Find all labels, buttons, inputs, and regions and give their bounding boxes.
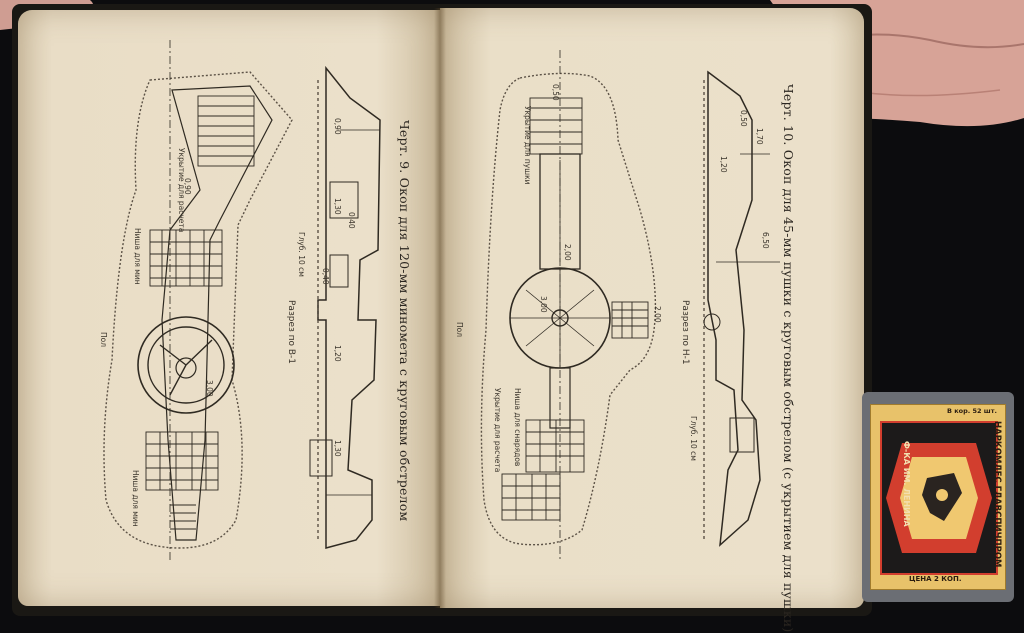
right-front-label: Пол (455, 322, 464, 338)
left-niche-bottom-label: Ниша для мин (131, 470, 140, 527)
left-section-label: Разрез по В-1 (286, 300, 296, 365)
figure-9-caption: Черт. 9. Окоп для 120-мм миномета с круг… (397, 120, 412, 522)
book-spine (434, 8, 446, 608)
matchbox-emblem-art (886, 443, 992, 553)
left-dim-7: 0,90 (183, 178, 192, 195)
figure-10-caption: Черт. 10. Окоп для 45-мм пушки с круговы… (781, 84, 796, 633)
matchbox-price: ЦЕНА 2 КОП. (909, 575, 962, 583)
right-dim-6: 0,50 (739, 110, 748, 127)
left-niche-top-label: Ниша для мин (133, 228, 142, 285)
right-dim-4: 2,00 (653, 306, 662, 323)
right-depth-label: Глуб. 10 см (689, 416, 698, 461)
left-dim-3: 0,40 (347, 212, 356, 229)
left-dim-4: 1,20 (333, 345, 342, 362)
matchbox-count: В кор. 52 шт. (947, 407, 997, 415)
matchbox-label: НАРКОМЛЕС ГЛАВСПИЧПРОМ Ф-КА ИМ. ЛЕНИНА В… (870, 404, 1006, 590)
matchbox-factory: Ф-КА ИМ. ЛЕНИНА (902, 441, 911, 527)
left-page (18, 10, 440, 606)
right-shelter-top-label: Укрытие для пушки (523, 106, 532, 185)
right-dim-8: 1,20 (719, 156, 728, 173)
right-dim-3: 3,00 (539, 296, 548, 313)
left-dim-5: 1,30 (333, 440, 342, 457)
left-dim-6: 0,40 (321, 268, 330, 285)
matchbox-brand: НАРКОМЛЕС ГЛАВСПИЧПРОМ (992, 421, 1002, 568)
right-shelter-crew-label: Укрытие для расчета (493, 388, 502, 473)
gun-trench-outline (480, 72, 657, 546)
right-section-label: Разрез по Н-1 (680, 300, 690, 365)
right-dim-1: 0,50 (551, 84, 560, 101)
left-dim-1: 0,90 (333, 118, 342, 135)
gun-section-profile (707, 70, 761, 547)
left-dim-8: 3,00 (205, 380, 214, 397)
left-front-label: Пол (99, 332, 108, 348)
mortar-pit (137, 316, 235, 414)
right-dim-2: 2,00 (563, 244, 572, 261)
matchbox-emblem (880, 421, 998, 575)
left-page-drawing (103, 40, 381, 560)
left-dim-2: 1,30 (333, 198, 342, 215)
matchbox: НАРКОМЛЕС ГЛАВСПИЧПРОМ Ф-КА ИМ. ЛЕНИНА В… (862, 392, 1014, 602)
right-page-drawing (480, 50, 780, 560)
right-niche-label: Ниша для снарядов (513, 388, 522, 467)
right-dim-7: 6,50 (761, 232, 770, 249)
mortar-trench-outline (103, 71, 293, 549)
left-depth-label: Глуб. 10 см (297, 232, 306, 277)
right-dim-5: 1,70 (755, 128, 764, 145)
